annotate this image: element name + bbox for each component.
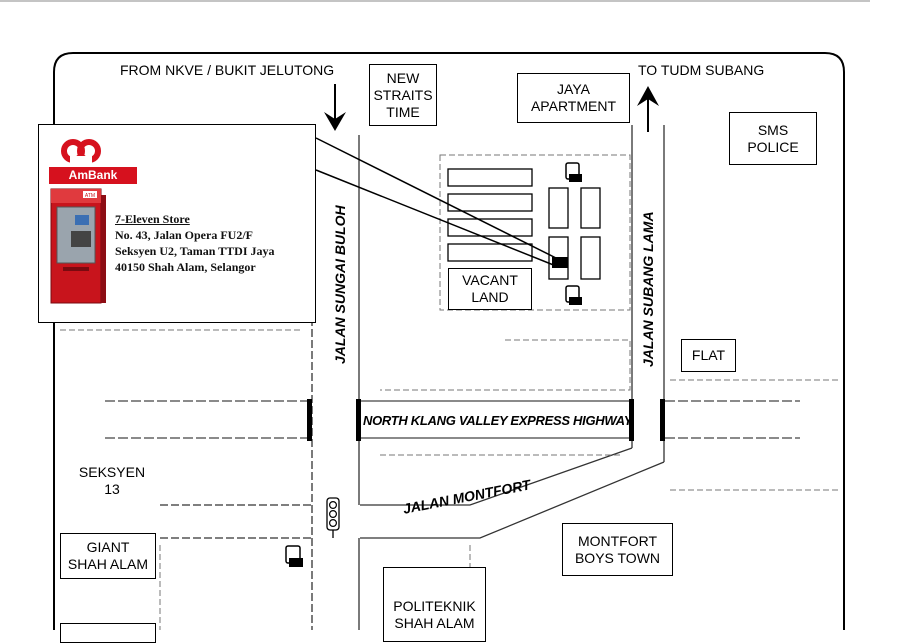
map-frame [53,52,845,630]
traffic-light-icon [326,497,340,538]
landmark-bottom-left-lot [60,623,156,643]
landmark-giant-shah-alam: GIANT SHAH ALAM [60,533,156,579]
up-arrow-icon [637,86,659,132]
atm-location-marker [552,257,568,268]
road-label-sungai-buloh: JALAN SUNGAI BULOH [332,205,348,364]
location-map [0,0,870,630]
atm-info-callout: AmBank ATM 7-Eleven Store No. 43, Jalan … [38,124,316,323]
address-line-2: Seksyen U2, Taman TTDI Jaya [115,244,275,258]
ambank-brand-label: AmBank [49,167,137,184]
landmark-vacant-land: VACANT LAND [448,268,532,310]
landmark-seksyen-13: SEKSYEN 13 [78,464,146,497]
down-arrow-icon [324,84,346,131]
landmark-sms-police: SMS POLICE [729,112,817,165]
road-label-nkve: NORTH KLANG VALLEY EXPRESS HIGHWAY [363,413,633,428]
landmark-new-straits-time: NEW STRAITS TIME [369,64,437,126]
callout-pointer [315,137,557,267]
landmark-jaya-apartment: JAYA APARTMENT [517,73,630,123]
road-label-subang-lama: JALAN SUBANG LAMA [640,211,656,367]
direction-to-label: TO TUDM SUBANG [638,62,765,78]
road-nkve-edges [105,400,800,439]
atm-machine-icon: ATM [50,188,106,304]
direction-from-label: FROM NKVE / BUKIT JELUTONG [120,62,335,78]
svg-text:ATM: ATM [85,193,95,199]
ambank-logo-icon [61,139,101,164]
landmark-politeknik: POLITEKNIK SHAH ALAM [383,567,486,642]
landmark-flat: FLAT [681,339,736,372]
address-line-1: No. 43, Jalan Opera FU2/F [115,228,253,242]
highway-bridges [307,399,665,441]
address-line-3: 40150 Shah Alam, Selangor [115,260,256,274]
landmark-montfort-boys-town: MONTFORT BOYS TOWN [562,523,673,576]
road-montfort-edges [160,447,665,539]
store-name: 7-Eleven Store [115,212,190,226]
petrol-pump-icon [565,162,582,182]
atm-address: 7-Eleven Store No. 43, Jalan Opera FU2/F… [115,211,275,275]
petrol-pump-icon [565,285,582,305]
petrol-pump-icon [285,545,303,567]
parking-lots [447,168,601,280]
